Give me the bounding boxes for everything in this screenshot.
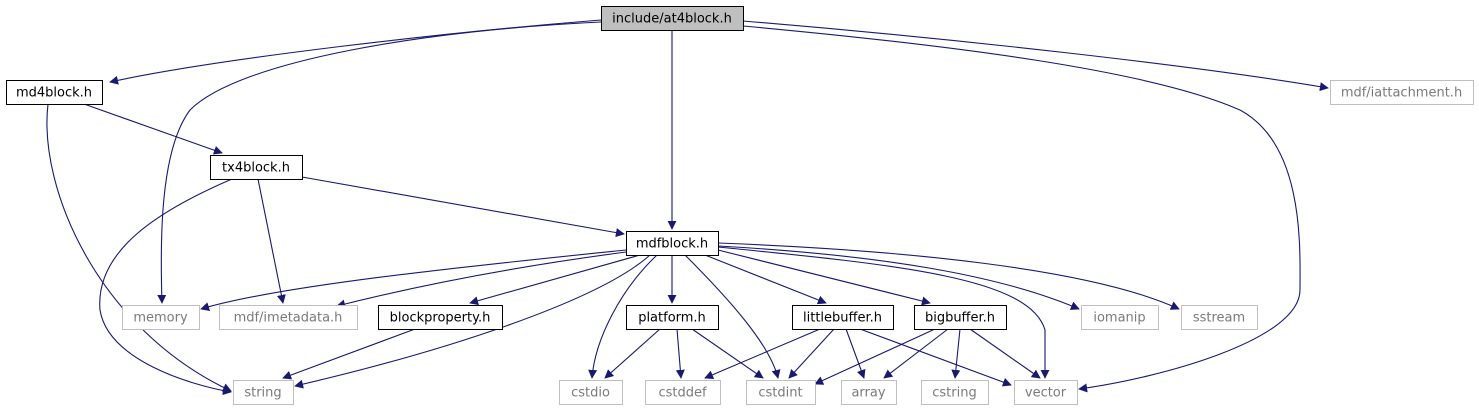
node-label-blockproperty: blockproperty.h: [390, 311, 491, 326]
node-blockproperty[interactable]: blockproperty.h: [378, 305, 503, 330]
edge-platform-to-cstddef: [675, 328, 685, 379]
edge-mdfblock-to-cstdint: [684, 254, 781, 379]
edge-tx4block-to-imetadata: [257, 178, 286, 304]
node-label-iattachment: mdf/iattachment.h: [1341, 86, 1462, 101]
node-iattachment: mdf/iattachment.h: [1330, 80, 1474, 105]
node-sstream: sstream: [1181, 305, 1258, 330]
edge-at4block-to-iattachment: [742, 20, 1329, 92]
node-mdfblock[interactable]: mdfblock.h: [626, 231, 719, 256]
node-cstring: cstring: [921, 380, 989, 405]
node-label-md4block: md4block.h: [16, 86, 92, 101]
node-label-platform: platform.h: [638, 311, 706, 326]
node-box-sstream: [1181, 305, 1258, 330]
node-littlebuffer[interactable]: littlebuffer.h: [792, 305, 894, 330]
edge-mdfblock-to-memory: [200, 249, 627, 311]
node-box-imetadata: [219, 305, 358, 330]
edge-tx4block-to-mdfblock: [301, 176, 625, 238]
edge-blockproperty-to-string: [282, 328, 416, 380]
edge-littlebuffer-to-vector: [859, 328, 1012, 387]
edge-mdfblock-to-string: [294, 254, 651, 389]
edge-at4block-to-vector: [742, 25, 1301, 393]
node-cstdint: cstdint: [746, 380, 816, 405]
node-tx4block[interactable]: tx4block.h: [210, 155, 303, 180]
node-md4block[interactable]: md4block.h: [6, 80, 103, 105]
node-label-cstring: cstring: [932, 386, 976, 401]
edge-mdfblock-to-littlebuffer: [704, 254, 827, 305]
node-iomanip: iomanip: [1081, 305, 1159, 330]
edge-bigbuffer-to-cstdint: [814, 328, 936, 385]
edge-at4block-to-memory: [157, 21, 602, 304]
node-box-iattachment: [1330, 80, 1474, 105]
edge-mdfblock-to-cstdio: [588, 254, 658, 379]
node-string: string: [233, 380, 294, 405]
node-label-cstdint: cstdint: [758, 386, 802, 401]
node-box-mdfblock: [626, 231, 719, 256]
node-box-cstdint: [746, 380, 816, 405]
nodes: include/at4block.h md4block.h mdf/iattachm…: [6, 6, 1474, 405]
edge-littlebuffer-to-cstdint: [788, 328, 835, 379]
node-box-bigbuffer: [914, 305, 1007, 330]
node-box-blockproperty: [378, 305, 503, 330]
edge-mdfblock-to-imetadata: [336, 251, 627, 309]
edge-mdfblock-to-blockproperty: [469, 254, 641, 306]
node-label-cstddef: cstddef: [658, 386, 707, 401]
edge-mdfblock-to-vector: [717, 246, 1050, 379]
node-label-imetadata: mdf/imetadata.h: [234, 311, 343, 326]
node-label-bigbuffer: bigbuffer.h: [925, 311, 995, 326]
edge-at4block-to-md4block: [109, 19, 602, 85]
node-label-cstdio: cstdio: [571, 386, 610, 401]
node-label-array: array: [851, 386, 885, 401]
node-box-littlebuffer: [792, 305, 894, 330]
edge-bigbuffer-to-array: [883, 328, 949, 379]
node-memory: memory: [122, 305, 200, 330]
edge-md4block-to-tx4block: [83, 103, 223, 155]
node-box-array: [841, 380, 897, 405]
edge-mdfblock-to-iomanip: [717, 245, 1080, 310]
node-box-cstring: [921, 380, 989, 405]
node-bigbuffer[interactable]: bigbuffer.h: [914, 305, 1007, 330]
node-box-cstddef: [645, 380, 721, 405]
edge-mdfblock-to-sstream: [717, 242, 1180, 310]
edge-littlebuffer-to-cstddef: [704, 328, 821, 379]
node-at4block[interactable]: include/at4block.h: [601, 6, 744, 31]
node-cstdio: cstdio: [559, 380, 623, 405]
edge-platform-to-cstdio: [604, 328, 661, 379]
node-label-tx4block: tx4block.h: [222, 161, 290, 176]
edge-bigbuffer-to-cstring: [951, 328, 961, 379]
node-array: array: [841, 380, 897, 405]
node-box-md4block: [6, 80, 103, 105]
edge-littlebuffer-to-array: [845, 328, 866, 379]
edges: [46, 19, 1329, 396]
node-cstddef: cstddef: [645, 380, 721, 405]
node-platform[interactable]: platform.h: [626, 305, 719, 330]
node-vector: vector: [1014, 380, 1078, 405]
node-label-string: string: [244, 386, 281, 401]
edge-bigbuffer-to-vector: [969, 328, 1041, 379]
node-label-iomanip: iomanip: [1093, 311, 1145, 326]
edge-platform-to-cstdint: [691, 328, 764, 379]
node-label-mdfblock: mdfblock.h: [636, 237, 708, 252]
node-box-platform: [626, 305, 719, 330]
node-box-cstdio: [559, 380, 623, 405]
node-label-vector: vector: [1025, 386, 1067, 401]
node-imetadata: mdf/imetadata.h: [219, 305, 358, 330]
node-box-at4block: [601, 6, 744, 31]
node-label-sstream: sstream: [1193, 311, 1245, 326]
node-label-littlebuffer: littlebuffer.h: [803, 311, 882, 326]
node-box-memory: [122, 305, 200, 330]
node-label-memory: memory: [133, 311, 188, 326]
edge-tx4block-to-string: [99, 178, 233, 396]
node-box-string: [233, 380, 294, 405]
node-box-tx4block: [210, 155, 303, 180]
node-box-iomanip: [1081, 305, 1159, 330]
node-label-at4block: include/at4block.h: [612, 12, 732, 27]
edge-mdfblock-to-bigbuffer: [717, 249, 931, 306]
node-box-vector: [1014, 380, 1078, 405]
edge-md4block-to-string: [46, 103, 232, 392]
